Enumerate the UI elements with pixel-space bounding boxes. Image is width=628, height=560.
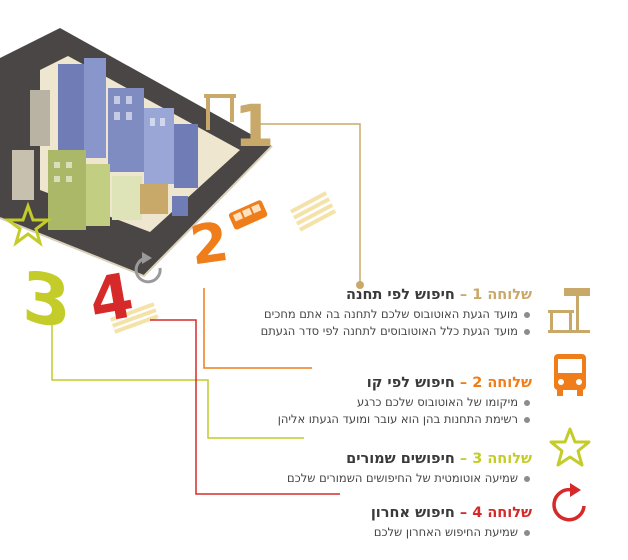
list-item: מועד הגעת כלל האוטובוסים לתחנה לפי סדר ה… — [256, 323, 532, 340]
list-item: שמיעה אוטומטית של החיפושים השמורים שלכם — [287, 470, 532, 487]
bus-icon — [554, 354, 586, 396]
connector-dot-1 — [356, 281, 364, 289]
extension-4: שלוחה 4 – חיפוש אחרון שמיעת החיפוש האחרו… — [371, 504, 532, 541]
extension-2-heading: שלוחה 2 – חיפוש לפי קו — [278, 374, 532, 392]
refresh-icon — [552, 483, 586, 522]
extension-2-dash: – — [459, 375, 468, 391]
extension-1-title: חיפוש לפי תחנה — [345, 287, 455, 303]
extension-1: שלוחה 1 – חיפוש לפי תחנה מועד הגעת האוטו… — [256, 286, 532, 340]
digit-1: 1 — [234, 92, 274, 160]
extension-3-label: שלוחה 3 — [472, 451, 532, 467]
connector-line-3 — [51, 324, 304, 439]
extension-2-label: שלוחה 2 — [472, 375, 532, 391]
extension-4-title: חיפוש אחרון — [370, 505, 455, 521]
star-icon — [549, 427, 591, 467]
extension-2: שלוחה 2 – חיפוש לפי קו מיקומו של האוטובו… — [278, 374, 532, 428]
windows — [54, 96, 165, 182]
list-item: רשימת התחנות בהן הוא עובר ומועד הגעתו אל… — [278, 411, 532, 428]
extension-2-list: מיקומו של האוטובוס שלכם כרגע רשימת התחנו… — [278, 394, 532, 428]
extension-1-list: מועד הגעת האוטובוס שלכם לתחנה בה אתם מחכ… — [256, 306, 532, 340]
extension-4-dash: – — [459, 505, 468, 521]
road-refresh-icon — [134, 252, 162, 284]
extension-3-list: שמיעה אוטומטית של החיפושים השמורים שלכם — [287, 470, 532, 487]
extension-1-dash: – — [459, 287, 468, 303]
list-item: שמיעת החיפוש האחרון שלכם — [371, 524, 532, 541]
digit-3: 3 — [22, 255, 71, 345]
extension-4-list: שמיעת החיפוש האחרון שלכם — [371, 524, 532, 541]
connector-line-1 — [258, 123, 361, 285]
extension-1-heading: שלוחה 1 – חיפוש לפי תחנה — [256, 286, 532, 304]
crosswalk — [109, 191, 337, 334]
road-edge — [0, 145, 273, 278]
extension-3-dash: – — [459, 451, 468, 467]
extension-3-title: חיפושים שמורים — [346, 451, 455, 467]
extension-4-heading: שלוחה 4 – חיפוש אחרון — [371, 504, 532, 522]
road-bus-stop — [204, 94, 236, 130]
road-bus — [228, 200, 268, 230]
list-item: מועד הגעת האוטובוס שלכם לתחנה בה אתם מחכ… — [256, 306, 532, 323]
extension-2-title: חיפוש לפי קו — [366, 375, 455, 391]
extension-3: שלוחה 3 – חיפושים שמורים שמיעה אוטומטית … — [287, 450, 532, 487]
list-item: מיקומו של האוטובוס שלכם כרגע — [278, 394, 532, 411]
extension-3-heading: שלוחה 3 – חיפושים שמורים — [287, 450, 532, 468]
road-star-icon — [3, 201, 53, 247]
extension-4-label: שלוחה 4 — [472, 505, 532, 521]
extension-1-label: שלוחה 1 — [472, 287, 532, 303]
digit-2: 2 — [186, 210, 232, 278]
connector-line-4 — [150, 319, 340, 495]
connector-line-2 — [203, 288, 312, 369]
bus-stop-icon — [548, 288, 590, 333]
